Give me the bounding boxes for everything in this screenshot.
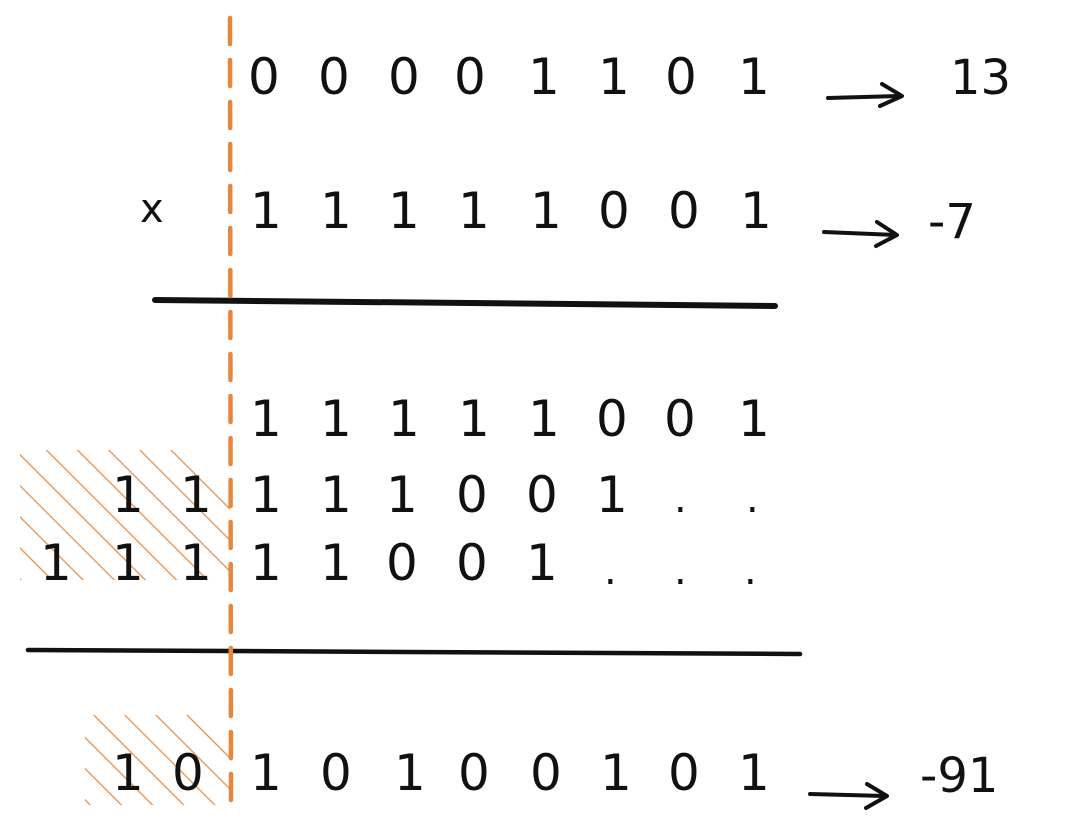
bit: 0: [458, 744, 490, 802]
overflow-bit: 1: [112, 534, 144, 592]
bit: 1: [458, 182, 490, 240]
partial-product-row: 1 1 1 1 1 0 0 1 . .: [112, 466, 759, 524]
multiplier-row: 1 1 1 1 1 0 0 1: [250, 182, 772, 240]
overflow-bit: 1: [112, 466, 144, 524]
bit: 0: [388, 48, 420, 106]
bit: 0: [456, 534, 488, 592]
bit: 1: [458, 390, 490, 448]
dot: .: [746, 476, 759, 522]
bit: 0: [664, 390, 696, 448]
arrow-icon: [826, 82, 904, 108]
overflow-bit: 1: [180, 534, 212, 592]
bit: 1: [388, 390, 420, 448]
bit: 0: [454, 48, 486, 106]
multiply-operator: x: [140, 186, 164, 232]
bit: 0: [526, 466, 558, 524]
partial-product-row: 1 1 1 1 1 0 0 1 . . .: [40, 534, 757, 594]
bit: 0: [598, 182, 630, 240]
bit: 1: [388, 182, 420, 240]
bit: 1: [740, 182, 772, 240]
arrow-icon: [822, 220, 899, 248]
bit: 1: [528, 48, 560, 106]
bit: 1: [394, 744, 426, 802]
bit: 0: [668, 744, 700, 802]
bit: 1: [738, 390, 770, 448]
bit: 0: [318, 48, 350, 106]
rule-line-top: [152, 297, 778, 309]
multiplier-value: -7: [928, 194, 976, 250]
dot: .: [674, 476, 687, 522]
bit: 1: [528, 390, 560, 448]
overflow-divider-line: [227, 15, 234, 808]
overflow-hatch-partials: [20, 450, 230, 580]
bit: 0: [386, 534, 418, 592]
bit: 1: [596, 466, 628, 524]
bit: 1: [320, 466, 352, 524]
bit: 1: [250, 390, 282, 448]
bit: 1: [320, 182, 352, 240]
partial-product-row: 1 1 1 1 1 0 0 1: [250, 390, 770, 448]
bit: 1: [320, 390, 352, 448]
bit: 1: [526, 534, 558, 592]
bit: 1: [250, 534, 282, 592]
bit: 0: [668, 182, 700, 240]
rule-line-bottom: [25, 647, 803, 657]
dot: .: [744, 548, 757, 594]
overflow-bit: 1: [180, 466, 212, 524]
overflow-bit: 1: [112, 744, 144, 802]
multiplicand-value: 13: [950, 50, 1011, 106]
bit: 1: [530, 182, 562, 240]
multiplicand-row: 0 0 0 0 1 1 0 1: [248, 48, 770, 106]
overflow-bit: 1: [40, 534, 72, 592]
overflow-bit: 0: [172, 744, 204, 802]
bit: 1: [598, 48, 630, 106]
bit: 0: [320, 744, 352, 802]
bit: 0: [530, 744, 562, 802]
result-row: 1 0 1 0 1 0 0 1 0 1: [112, 744, 770, 802]
bit: 1: [250, 744, 282, 802]
bit: 1: [386, 466, 418, 524]
bit: 0: [596, 390, 628, 448]
bit: 1: [320, 534, 352, 592]
bit: 1: [738, 744, 770, 802]
dot: .: [604, 548, 617, 594]
bit: 1: [738, 48, 770, 106]
arrow-icon: [808, 782, 889, 810]
bit: 1: [250, 466, 282, 524]
bit: 0: [665, 48, 697, 106]
dot: .: [674, 548, 687, 594]
bit: 1: [250, 182, 282, 240]
result-value: -91: [920, 748, 998, 804]
bit: 0: [248, 48, 280, 106]
overflow-hatch-result: [85, 715, 232, 805]
bit: 0: [456, 466, 488, 524]
bit: 1: [600, 744, 632, 802]
